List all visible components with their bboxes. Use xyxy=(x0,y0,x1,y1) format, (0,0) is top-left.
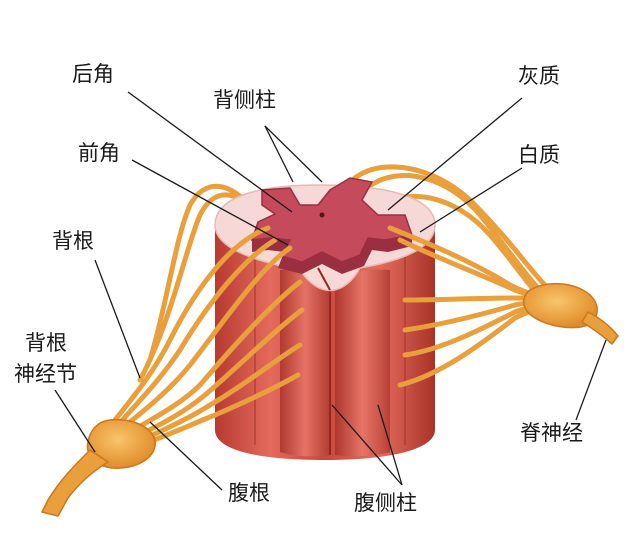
label-ventral-column: 腹侧柱 xyxy=(354,491,417,515)
label-dorsal-column: 背侧柱 xyxy=(213,88,276,112)
dorsal-root-ganglion-right xyxy=(523,282,619,346)
leader-dorsal-column-b xyxy=(264,125,323,183)
central-canal xyxy=(319,212,325,218)
label-white-matter: 白质 xyxy=(518,143,560,167)
labels: 后角 背侧柱 灰质 前角 白质 背根 背根 神经节 脊神经 腹根 腹侧柱 xyxy=(14,62,583,515)
label-dorsal-root: 背根 xyxy=(52,229,94,253)
leader-dorsal-root xyxy=(94,259,141,379)
ventral-column-left xyxy=(280,269,330,457)
leader-gray-matter xyxy=(387,97,523,211)
label-ventral-root: 腹根 xyxy=(228,481,270,505)
leader-ventral-column-b xyxy=(377,404,403,486)
label-gray-matter: 灰质 xyxy=(518,64,560,88)
leader-dorsal-column-a xyxy=(264,125,294,183)
label-dorsal-root-ganglion-2: 神经节 xyxy=(14,362,77,386)
leader-ventral-root xyxy=(149,421,223,491)
label-dorsal-root-ganglion-1: 背根 xyxy=(25,331,67,355)
label-posterior-horn: 后角 xyxy=(72,62,114,86)
ventral-column-right xyxy=(335,269,390,457)
leader-posterior-horn xyxy=(127,91,293,213)
spinal-cord-segment xyxy=(214,177,436,460)
leader-white-matter xyxy=(419,167,523,233)
label-spinal-nerve: 脊神经 xyxy=(520,421,583,445)
spinal-nerve-right xyxy=(580,311,619,346)
leader-dorsal-root-ganglion xyxy=(54,389,96,453)
leader-spinal-nerve xyxy=(575,339,607,421)
spinal-nerve-left xyxy=(40,449,110,517)
leader-anterior-horn xyxy=(131,159,289,246)
dorsal-root-ganglion-left xyxy=(40,418,156,517)
label-anterior-horn: 前角 xyxy=(78,141,120,165)
leader-lines xyxy=(54,91,607,491)
leader-ventral-column-a xyxy=(331,404,403,486)
nerve-fibers-front xyxy=(112,225,571,451)
